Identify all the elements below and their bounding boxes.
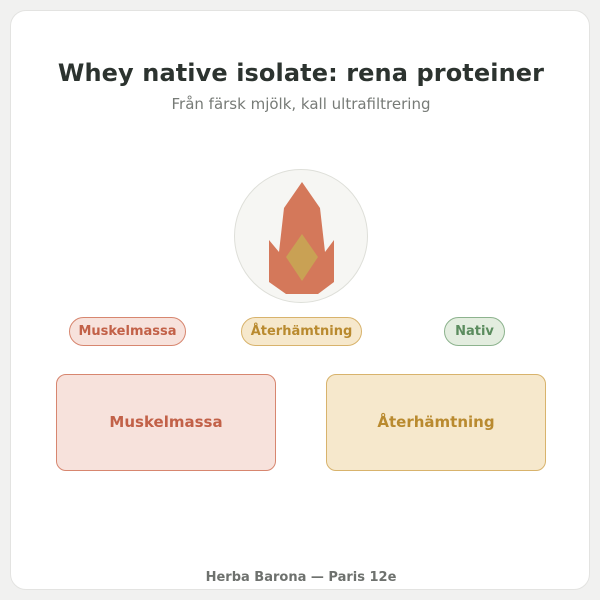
page-subtitle: Från färsk mjölk, kall ultrafiltrering — [171, 95, 431, 113]
benefit-box-aterhamtning: Återhämtning — [326, 374, 546, 471]
emblem-circle — [234, 169, 368, 303]
tag-muskelmassa: Muskelmassa — [69, 317, 186, 346]
benefit-box-muskelmassa: Muskelmassa — [56, 374, 276, 471]
page-title: Whey native isolate: rena proteiner — [57, 59, 545, 87]
tag-aterhamtning: Återhämtning — [241, 317, 362, 346]
flame-icon — [269, 182, 334, 294]
tag-nativ: Nativ — [444, 317, 505, 346]
footer-text: Herba Barona — Paris 12e — [205, 570, 397, 585]
product-card: Whey native isolate: rena proteiner Från… — [10, 10, 590, 590]
flame-core — [286, 234, 318, 281]
